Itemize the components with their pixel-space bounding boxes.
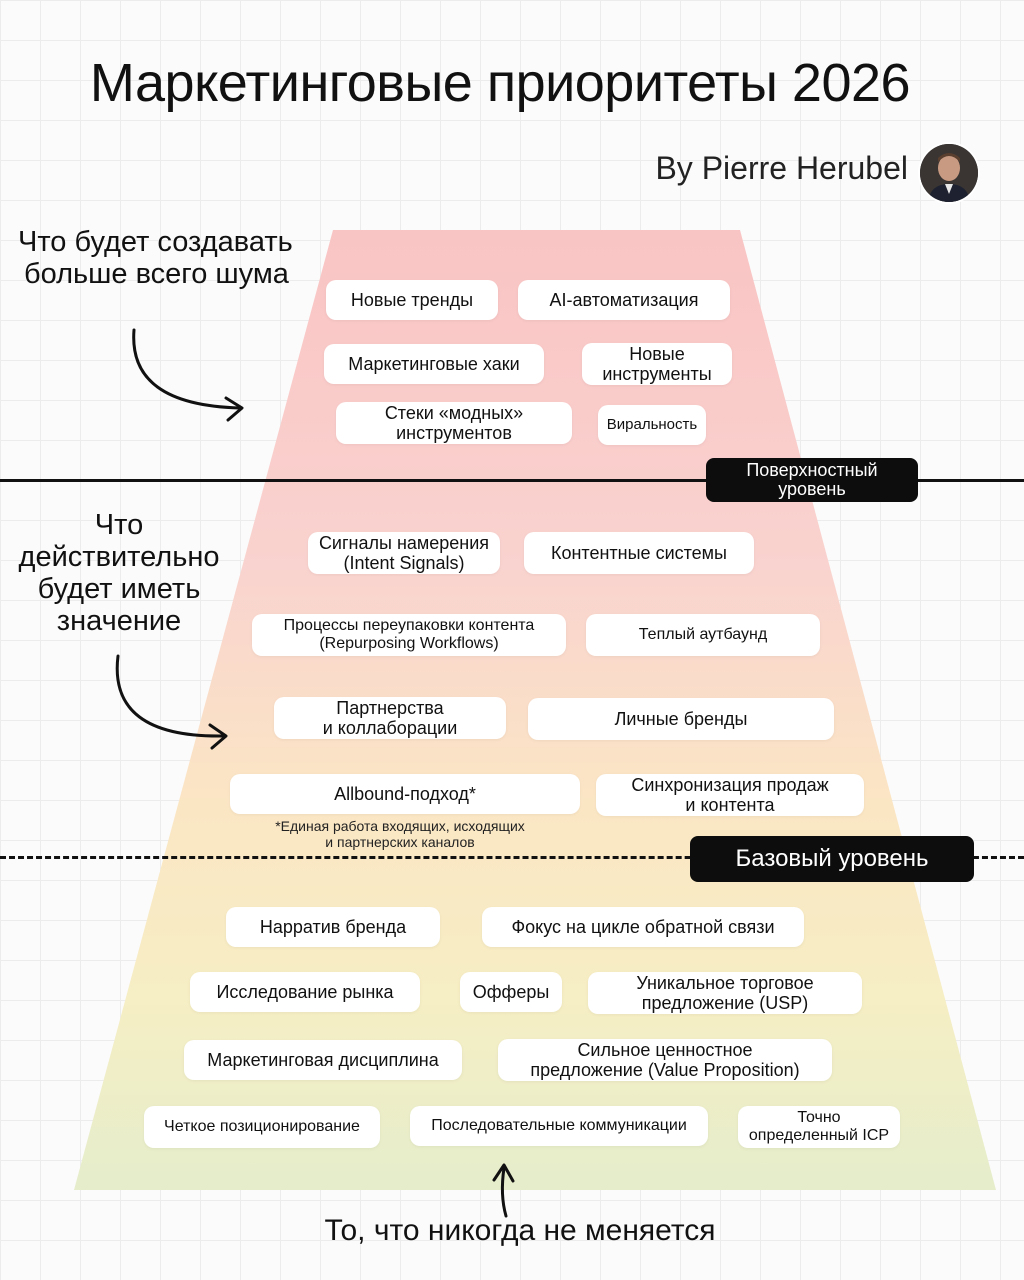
matter-label-line: Что: [94, 509, 144, 541]
chip-label: Точно: [797, 1109, 841, 1126]
curved-arrow-icon: [132, 328, 242, 410]
chip-label: Синхронизация продаж: [631, 775, 829, 795]
arrowhead-icon: [224, 396, 244, 422]
surface-divider: [0, 479, 1024, 482]
chip-label: Уникальное торговое: [636, 973, 814, 993]
matter-label: Что действительно будет иметь значение: [6, 509, 232, 637]
chip-new-tools: Новые инструменты: [582, 343, 732, 385]
chip-market-research: Исследование рынка: [190, 972, 420, 1012]
chip-marketing-discipline: Маркетинговая дисциплина: [184, 1040, 462, 1080]
chip-label: Сильное ценностное: [577, 1040, 753, 1060]
chip-label: инструменты: [602, 364, 712, 384]
chip-label: Сигналы намерения: [318, 533, 490, 553]
footnote-line: и партнерских каналов: [325, 834, 475, 850]
chip-sales-content-sync: Синхронизация продаж и контента: [596, 774, 864, 816]
base-level-tag: Базовый уровень: [690, 836, 974, 882]
chip-label: и контента: [685, 795, 775, 815]
chip-allbound: Allbound-подход*: [230, 774, 580, 814]
chip-label: Allbound-подход*: [334, 784, 476, 804]
author-byline: By Pierre Herubel: [655, 150, 908, 186]
chip-label: Контентные системы: [551, 543, 727, 563]
chip-value-proposition: Сильное ценностное предложение (Value Pr…: [498, 1039, 832, 1081]
chip-personal-brands: Личные бренды: [528, 698, 834, 740]
matter-label-line: будет иметь: [37, 573, 201, 605]
footnote-line: *Единая работа входящих, исходящих: [275, 818, 525, 834]
footer-caption: То, что никогда не меняется: [324, 1214, 716, 1247]
curved-arrow-icon: [115, 654, 226, 738]
chip-label: предложение (Value Proposition): [530, 1060, 800, 1080]
chip-marketing-hacks: Маркетинговые хаки: [324, 344, 544, 384]
chip-virality: Виральность: [598, 405, 706, 445]
arrowhead-icon: [208, 723, 228, 750]
page-title: Маркетинговые приоритеты 2026: [89, 53, 911, 113]
chip-label: Офферы: [472, 982, 550, 1002]
chip-label: Стеки «модных»: [384, 403, 524, 423]
up-arrow-icon: [500, 1166, 508, 1218]
author-avatar: [920, 144, 978, 202]
chip-label: Теплый аутбаунд: [638, 626, 768, 643]
chip-content-systems: Контентные системы: [524, 532, 754, 574]
base-divider: [0, 856, 1024, 859]
chip-label: Личные бренды: [614, 709, 748, 729]
surface-level-tag: Поверхностный уровень: [706, 458, 918, 502]
chip-label: (Intent Signals): [343, 553, 465, 573]
noise-label-line: Что будет создавать: [18, 226, 293, 258]
chip-brand-narrative: Нарратив бренда: [226, 907, 440, 947]
chip-label: Виральность: [606, 416, 698, 433]
chip-label: Последовательные коммуникации: [431, 1117, 687, 1134]
chip-positioning: Четкое позиционирование: [144, 1106, 380, 1148]
surface-level-line: уровень: [778, 479, 846, 499]
base-level-label: Базовый уровень: [735, 845, 929, 872]
chip-consistent-comms: Последовательные коммуникации: [410, 1106, 708, 1146]
chip-label: Партнерства: [336, 698, 444, 718]
chip-label: Новые: [629, 344, 685, 364]
chip-feedback-loop: Фокус на цикле обратной связи: [482, 907, 804, 947]
chip-label: предложение (USP): [641, 993, 809, 1013]
chip-offers: Офферы: [460, 972, 562, 1012]
matter-label-line: значение: [56, 605, 182, 637]
chip-label: Фокус на цикле обратной связи: [511, 917, 775, 937]
chip-partnerships: Партнерства и коллаборации: [274, 697, 506, 739]
chip-tool-stacks: Стеки «модных» инструментов: [336, 402, 572, 444]
chip-label: Процессы переупаковки контента: [283, 617, 535, 634]
matter-label-line: действительно: [18, 541, 220, 573]
chip-label: инструментов: [396, 423, 512, 443]
chip-label: Четкое позиционирование: [164, 1118, 360, 1135]
chip-intent-signals: Сигналы намерения (Intent Signals): [308, 532, 500, 574]
chip-icp: Точно определенный ICP: [738, 1106, 900, 1148]
arrowhead-icon: [492, 1163, 515, 1183]
chip-label: определенный ICP: [748, 1127, 890, 1144]
chip-label: (Repurposing Workflows): [319, 635, 499, 652]
surface-level-line: Поверхностный: [746, 460, 878, 480]
chip-label: Новые тренды: [350, 290, 474, 310]
chip-label: и коллаборации: [322, 718, 458, 738]
chip-warm-outbound: Теплый аутбаунд: [586, 614, 820, 656]
noise-label-line: больше всего шума: [24, 258, 289, 290]
chip-label: Нарратив бренда: [259, 917, 407, 937]
chip-usp: Уникальное торговое предложение (USP): [588, 972, 862, 1014]
chip-label: Маркетинговая дисциплина: [207, 1050, 439, 1070]
chip-repurposing: Процессы переупаковки контента (Repurpos…: [252, 614, 566, 656]
allbound-footnote: *Единая работа входящих, исходящих и пар…: [230, 818, 570, 850]
chip-label: Исследование рынка: [216, 982, 394, 1002]
chip-ai-automation: AI-автоматизация: [518, 280, 730, 320]
chip-new-trends: Новые тренды: [326, 280, 498, 320]
chip-label: Маркетинговые хаки: [348, 354, 520, 374]
chip-label: AI-автоматизация: [549, 290, 699, 310]
noise-label: Что будет создавать больше всего шума: [18, 226, 293, 290]
